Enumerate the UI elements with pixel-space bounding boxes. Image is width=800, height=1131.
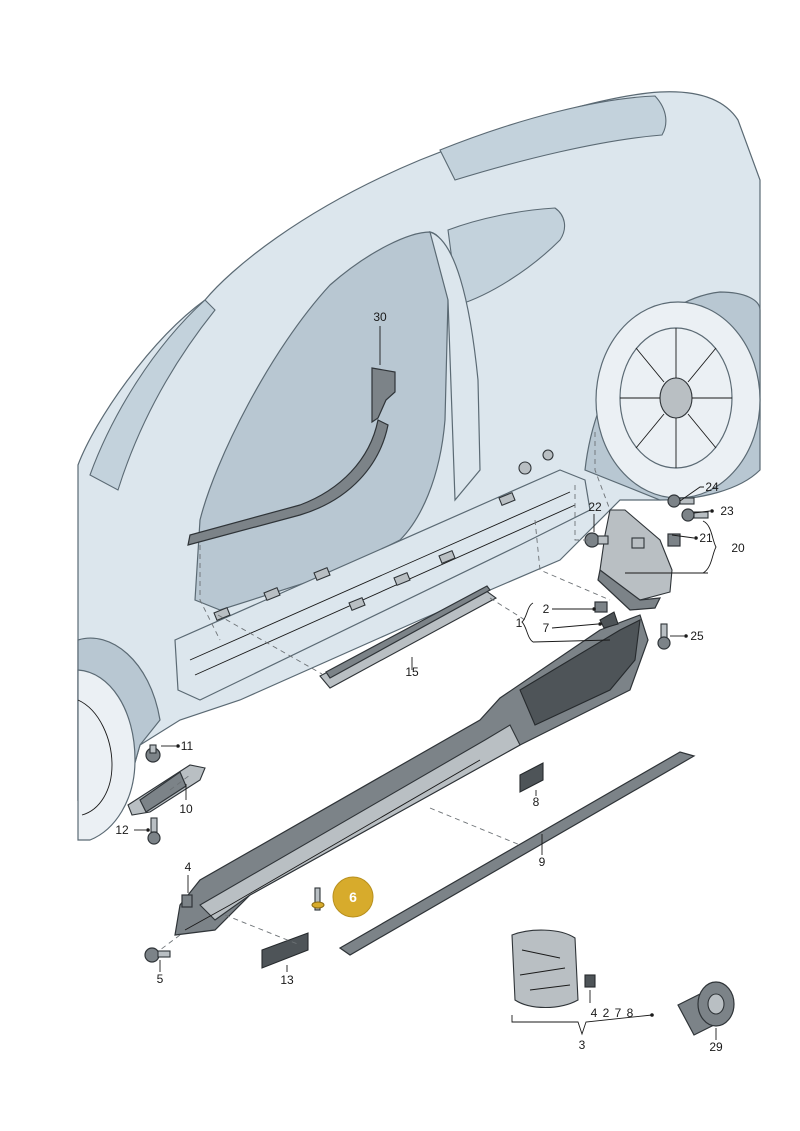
label-10[interactable]: 10	[179, 802, 193, 816]
roof-glass	[439, 95, 667, 181]
label-5[interactable]: 5	[157, 972, 164, 986]
label-7[interactable]: 7	[543, 621, 550, 635]
clip-22	[584, 532, 609, 548]
pad-13	[261, 932, 309, 969]
car-body	[77, 91, 761, 841]
clip-7	[599, 611, 619, 629]
label-9[interactable]: 9	[539, 855, 546, 869]
part-30-door-sill-trim	[187, 367, 396, 546]
clip-4-left	[181, 894, 193, 908]
front-wheel	[77, 669, 136, 841]
kit-bag-3	[511, 929, 596, 1008]
label-20[interactable]: 20	[731, 541, 745, 555]
leader-lines	[134, 326, 717, 1040]
label-3[interactable]: 3	[579, 1038, 586, 1052]
label-30[interactable]: 30	[373, 310, 387, 324]
tape-roll-29	[677, 981, 735, 1036]
pad-8	[519, 762, 544, 793]
screw-12	[147, 817, 161, 845]
label-8[interactable]: 8	[533, 795, 540, 809]
part-20-wheel-arch-liner	[597, 509, 681, 611]
windshield	[89, 299, 216, 491]
label-22[interactable]: 22	[588, 500, 602, 514]
label-4-left[interactable]: 4	[185, 860, 192, 874]
fasteners	[127, 494, 709, 963]
callout-6-highlight[interactable]: 6	[332, 876, 374, 918]
sill-clip-holes	[213, 449, 554, 622]
part-15-sill-plate	[319, 585, 498, 689]
screw-11	[145, 744, 161, 763]
label-13[interactable]: 13	[280, 973, 294, 987]
label-11[interactable]: 11	[181, 739, 194, 753]
b-pillar	[429, 231, 481, 502]
screw-23	[681, 508, 709, 522]
body-sill	[174, 469, 591, 701]
bracket-10	[127, 764, 206, 816]
label-kit-contents: 4 2 7 8	[591, 1006, 634, 1020]
bolt-6	[311, 887, 325, 911]
part-number-labels: 30 24 23 22 21 20 2 1 7 25 15 11 10 12 8…	[115, 310, 745, 1054]
label-2[interactable]: 2	[543, 602, 550, 616]
label-15[interactable]: 15	[405, 665, 419, 679]
label-24[interactable]: 24	[705, 480, 719, 494]
rear-side-window	[447, 207, 566, 306]
clip-2	[594, 601, 608, 613]
screw-25	[657, 623, 671, 650]
projection-lines	[159, 432, 611, 951]
callout-6-number: 6	[349, 889, 357, 905]
part-9-trim-strip	[338, 751, 696, 956]
label-25[interactable]: 25	[690, 629, 704, 643]
label-23[interactable]: 23	[720, 504, 734, 518]
part-1-side-skirt	[174, 614, 649, 936]
label-29[interactable]: 29	[709, 1040, 723, 1054]
rear-wheel	[595, 301, 761, 499]
label-21[interactable]: 21	[699, 531, 713, 545]
label-12[interactable]: 12	[115, 823, 129, 837]
adhesive-pads	[261, 762, 544, 969]
screw-5	[144, 947, 171, 963]
label-1[interactable]: 1	[516, 616, 523, 630]
